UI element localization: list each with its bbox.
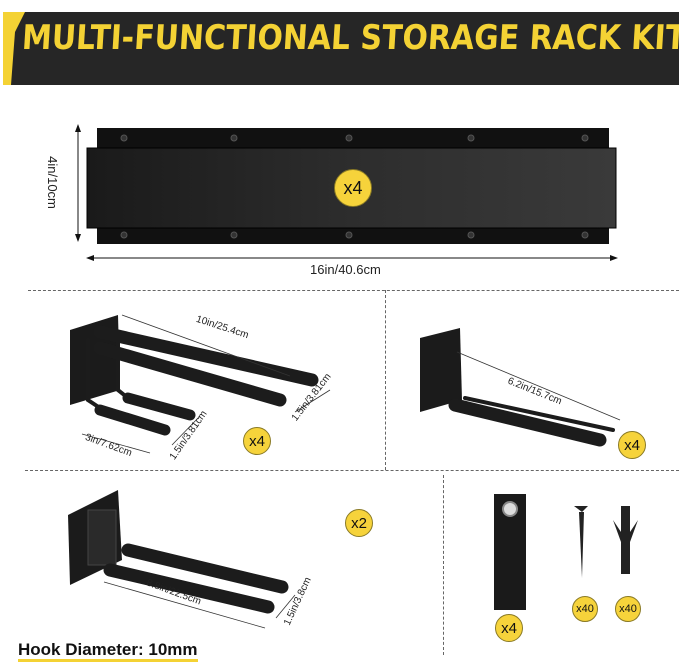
rail-quantity-badge: x4 [334,169,372,207]
strap-quantity-badge: x4 [495,614,523,642]
rail-height-label: 4in/10cm [44,156,60,209]
screw-quantity-badge: x40 [572,596,598,622]
divider [28,290,679,291]
title-banner [3,12,679,85]
single-hook-illustration [420,328,621,447]
single-hook-quantity-badge: x4 [618,431,646,459]
anchor-icon [613,506,638,574]
page-title: MULTI-FUNCTIONAL STORAGE RACK KIT [20,18,679,58]
divider [385,290,386,470]
accessories-illustration [494,494,638,610]
wide-hook-quantity-badge: x2 [345,509,373,537]
divider [443,475,444,655]
anchor-quantity-badge: x40 [615,596,641,622]
double-hook-illustration [70,314,331,454]
double-hook-quantity-badge: x4 [243,427,271,455]
rail-width-label: 16in/40.6cm [310,262,381,277]
divider [25,470,679,471]
screw-icon [574,506,588,578]
hook-diameter-label: Hook Diameter: 10mm [18,640,198,662]
wide-hook-illustration [68,490,296,629]
banner-accent [3,12,25,85]
